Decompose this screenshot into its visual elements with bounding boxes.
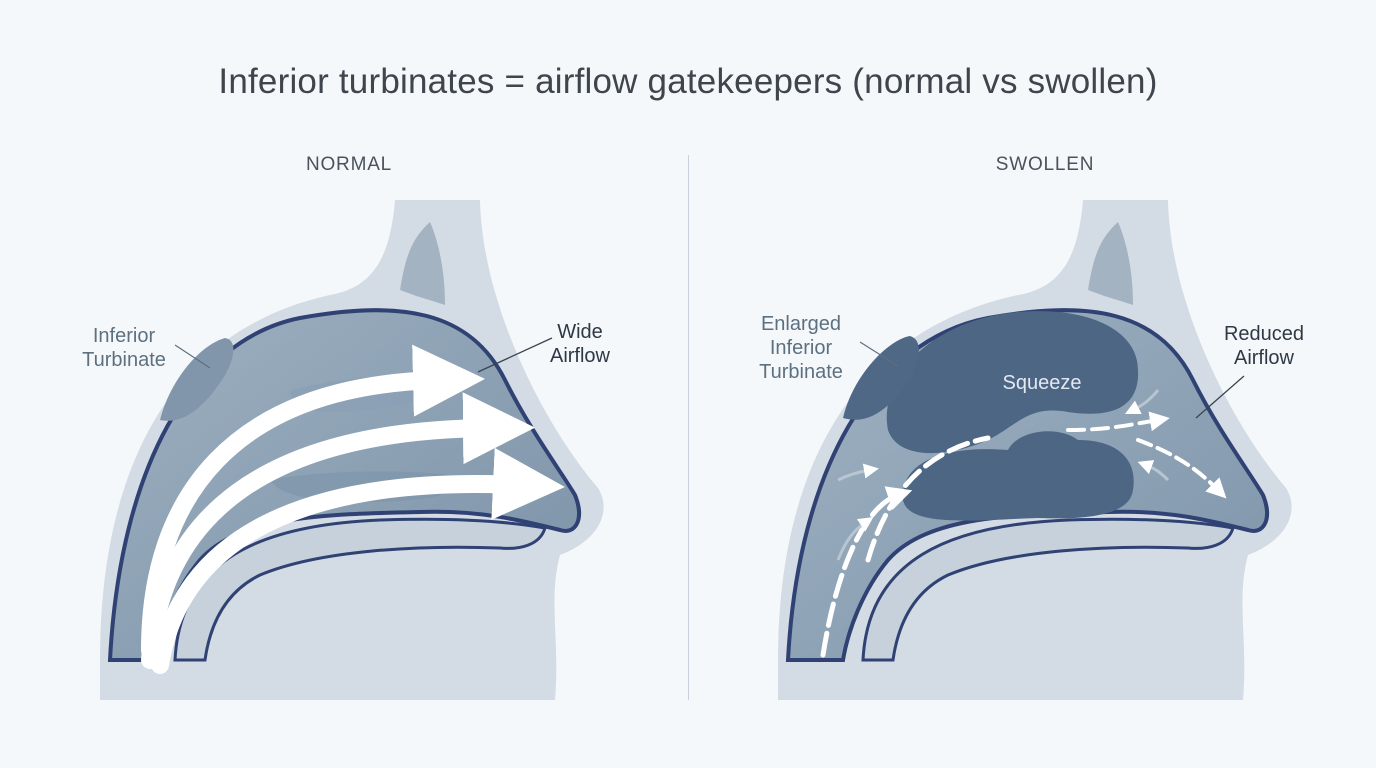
- enlarged-inferior-turbinate-label: Enlarged Inferior Turbinate: [759, 313, 843, 383]
- swollen-nasal-diagram: [688, 200, 1376, 768]
- restricted-airflow-3: [1066, 411, 1170, 432]
- reduced-airflow-label: Reduced Airflow: [1223, 323, 1305, 369]
- turbinate-marker: [160, 338, 234, 421]
- swollen-upper-turbinate: [886, 311, 1139, 454]
- wide-airflow-leader: [477, 337, 553, 373]
- normal-panel-heading: NORMAL: [305, 154, 393, 175]
- restricted-airflow-4: [1136, 438, 1227, 499]
- deflected-airflow-1: [836, 517, 874, 561]
- nasal-bone-swollen: [1088, 222, 1133, 305]
- enlarged-turbinate-marker: [843, 336, 919, 420]
- squeeze-label: Squeeze: [1002, 372, 1082, 394]
- page-title: Inferior turbinates = airflow gatekeeper…: [218, 62, 1158, 101]
- normal-nasal-diagram: [0, 200, 688, 768]
- enlarged-turbinate-leader: [859, 341, 899, 367]
- inferior-turbinate-leader: [174, 344, 211, 369]
- deflected-airflow-3: [1124, 389, 1160, 415]
- restricted-airflow-2: [865, 435, 991, 563]
- wide-airflow-label: Wide Airflow: [549, 321, 610, 367]
- swollen-inferior-turbinate: [902, 431, 1134, 521]
- reduced-airflow-leader: [1195, 375, 1245, 419]
- inferior-turbinate-label: Inferior Turbinate: [82, 325, 166, 371]
- nasal-bone: [400, 222, 445, 305]
- panel-divider: [688, 155, 689, 700]
- swollen-panel-heading: SWOLLEN: [995, 154, 1095, 175]
- deflected-airflow-2: [837, 463, 879, 482]
- deflected-airflow-4: [1137, 460, 1170, 482]
